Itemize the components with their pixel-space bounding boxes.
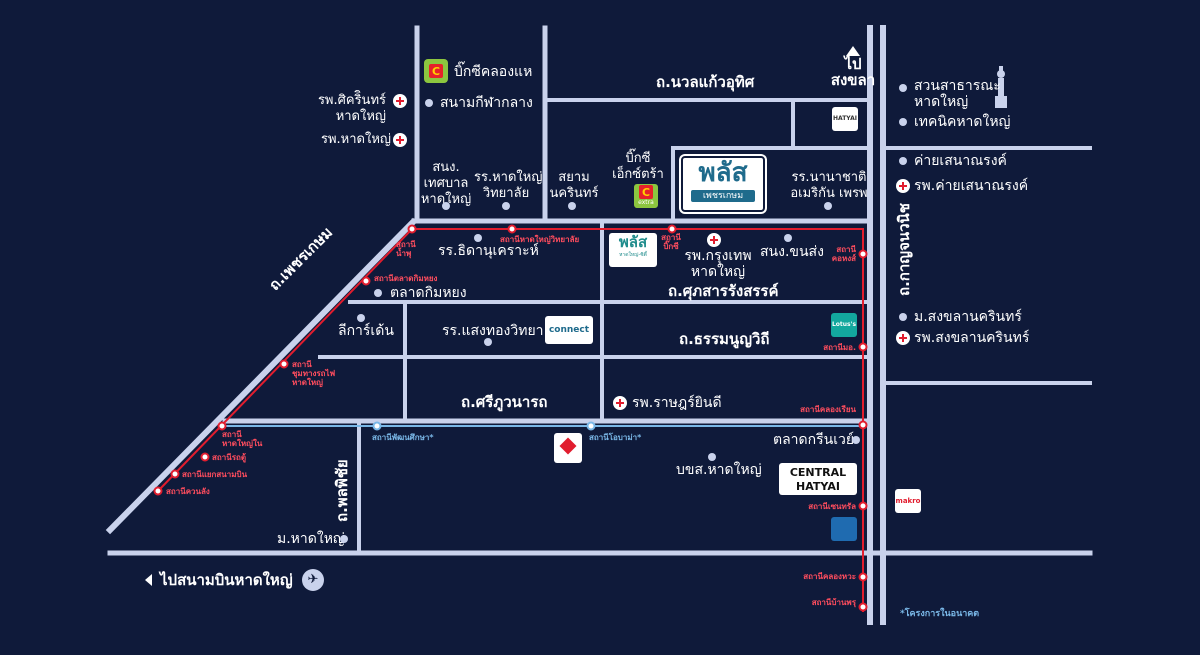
road-kanjanawanit: ถ.กาญจนวนิช <box>895 203 913 296</box>
marker-public-park <box>899 84 907 92</box>
place-public-park: สวนสาธารณะ หาดใหญ่ <box>914 78 1001 110</box>
place-uni-hatyai: ม.หาดใหญ่ <box>277 531 345 547</box>
place-rajyindee: รพ.ราษฎร์ยินดี <box>632 395 722 411</box>
road-sriphuwanart: ถ.ศรีภูวนารถ <box>461 393 548 411</box>
bigc-logo: C <box>424 59 448 83</box>
place-hatyai-wittayalai: รร.หาดใหญ่ วิทยาลัย <box>474 170 543 201</box>
hospital-icon <box>896 331 910 345</box>
direction-songkhla: ไป สงขลา <box>830 55 876 89</box>
hospital-icon <box>393 94 407 108</box>
connect-logo: connect <box>545 316 593 344</box>
road-thammanoon: ถ.ธรรมนูญวิถี <box>679 330 770 348</box>
station-bigc: สถานี บิ๊กซี <box>661 233 681 251</box>
marker-thetsaban <box>442 202 450 210</box>
plus-hatyai-city-logo: พลัส หาดใหญ่-ซิตี้ <box>609 233 657 267</box>
place-transport: สนง.ขนส่ง <box>760 244 824 260</box>
marker-camp <box>899 157 907 165</box>
place-greenway: ตลาดกรีนเวย์ <box>773 432 855 448</box>
robinson-logo <box>554 433 582 463</box>
place-psu: ม.สงขลานครินทร์ <box>914 309 1022 325</box>
marker-nanachart <box>824 202 832 210</box>
hatyai-village-logo: HATYAI <box>832 107 858 131</box>
future-project-note: *โครงการในอนาคต <box>900 609 980 619</box>
plus-title: พลัส <box>698 158 748 188</box>
place-hosp-sirin: รพ.ศิคริินทร์ หาดใหญ่ <box>317 93 386 124</box>
marker-psu <box>899 313 907 321</box>
marker-hatyai-wittayalai <box>502 202 510 210</box>
place-saengthong: รร.แสงทองวิทยา <box>442 323 544 339</box>
direction-airport: ไปสนามบินหาดใหญ่ <box>160 571 293 589</box>
place-thetsaban: สนง. เทศบาล หาดใหญ่ <box>420 160 472 207</box>
marker-saengthong <box>484 338 492 346</box>
place-stadium: สนามกีฬากลาง <box>440 95 533 111</box>
place-hosp-camp: รพ.ค่ายเสนาณรงค์ <box>914 178 1029 194</box>
marker-kimyong <box>374 289 382 297</box>
central-line2: HATYAI <box>796 480 840 493</box>
place-leegarden: ลีการ์เด้น <box>338 323 394 339</box>
marker-uni-hatyai <box>340 535 348 543</box>
extra-text: extra <box>638 199 654 206</box>
station-phatthana: สถานีพัฒนศึกษา* <box>372 433 434 442</box>
place-bks: บขส.หาดใหญ่ <box>676 462 762 478</box>
plus-small-sub: หาดใหญ่-ซิตี้ <box>619 252 647 258</box>
place-thida: รร.ธิดานุเคราะห์ <box>438 243 539 259</box>
station-khohong: สถานี คอหงส์ <box>831 245 856 263</box>
marker-transport <box>784 234 792 242</box>
airplane-icon: ✈ <box>302 569 324 591</box>
place-bangkok-hosp: รพ.กรุงเทพ หาดใหญ่ <box>684 248 752 280</box>
hospital-icon <box>707 233 721 247</box>
central-line1: CENTRAL <box>789 466 847 479</box>
bank-logo <box>831 517 857 541</box>
place-siam-nakarin: สยาม นครินทร์ <box>549 170 599 201</box>
hospital-icon <box>896 179 910 193</box>
marker-greenway <box>852 436 860 444</box>
road-suksan: ถ.ศุภสารรังสรรค์ <box>668 282 779 300</box>
road-phonphichai: ถ.พลพิชัย <box>333 459 351 522</box>
station-khuan-lang: สถานีควนลัง <box>166 487 210 496</box>
robinson-mark <box>559 437 577 455</box>
plus-sub: เพชรเกษม <box>691 190 755 202</box>
place-hosp-hatyai: รพ.หาดใหญ่ <box>321 132 391 147</box>
place-kimyong: ตลาดกิมหยง <box>390 285 467 301</box>
marker-tech-hatyai <box>899 118 907 126</box>
plus-phetkasem-logo: พลัส เพชรเกษม <box>681 156 765 212</box>
station-ban-phru: สถานีบ้านพรุ <box>811 598 856 607</box>
marker-bks <box>708 453 716 461</box>
bigc-small-logo: C <box>639 185 653 199</box>
station-khlong-wa: สถานีคลองหวะ <box>803 572 856 581</box>
plus-small-title: พลัส <box>618 233 648 251</box>
road-nawa-kaew: ถ.นวลแก้วอุทิศ <box>656 73 755 91</box>
marker-thida <box>474 234 482 242</box>
marker-leegarden <box>357 314 365 322</box>
station-obama: สถานีโอบาม่า* <box>589 433 642 442</box>
marker-siam-nakarin <box>568 202 576 210</box>
place-bigc-klonghae: บิ๊กซีคลองแห <box>454 64 533 80</box>
station-khlong-rian: สถานีคลองเรียน <box>800 405 856 414</box>
place-hosp-psu: รพ.สงขลานครินทร์ <box>914 330 1030 346</box>
station-rot-tu: สถานีรถตู้ <box>212 453 247 462</box>
station-yaek-sanambin: สถานีแยกสนามบิน <box>182 470 248 479</box>
station-hatyai-nai: สถานี หาดใหญ่ใน <box>222 430 263 448</box>
place-camp: ค่ายเสนาณรงค์ <box>914 153 1007 169</box>
marker-stadium <box>425 99 433 107</box>
station-nam-phu: สถานี น้ำพุ <box>396 240 416 258</box>
station-mor: สถานีมอ. <box>823 343 856 352</box>
hospital-icon <box>393 133 407 147</box>
station-hatyai-wittaya: สถานีหาดใหญ่วิทยาลัย <box>500 235 580 244</box>
place-tech-hatyai: เทคนิคหาดใหญ่ <box>914 114 1011 130</box>
place-bigc-extra: บิ๊กซี เอ็กซ์ตร้า <box>612 151 664 182</box>
makro-logo: makro <box>895 489 921 513</box>
station-kimyong: สถานีตลาดกิมหยง <box>374 274 438 283</box>
station-rail: สถานี ชุมทางรถไฟ หาดใหญ่ <box>292 360 336 387</box>
station-central: สถานีเซนทรัล <box>808 502 856 511</box>
hospital-icon <box>613 396 627 410</box>
central-logo: CENTRAL HATYAI <box>779 463 857 495</box>
place-nanachart: รร.นานาชาติ อเมริกัน เพรพ <box>790 170 868 201</box>
lotus-logo: Lotus's <box>831 313 857 337</box>
bigc-extra-logo: C extra <box>634 184 658 208</box>
